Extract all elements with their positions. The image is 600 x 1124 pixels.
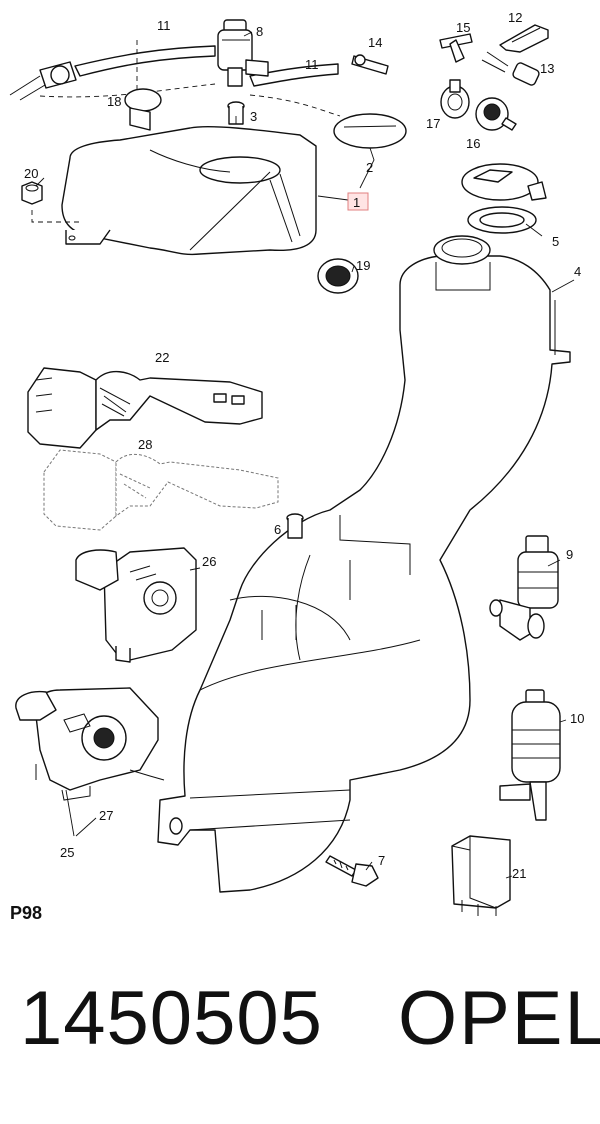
callout-21[interactable]: 21 bbox=[512, 866, 526, 881]
callout-10[interactable]: 10 bbox=[570, 711, 584, 726]
callout-18[interactable]: 18 bbox=[107, 94, 121, 109]
callout-2[interactable]: 2 bbox=[366, 160, 373, 175]
washer-pump-small bbox=[217, 19, 269, 87]
valve-part-18 bbox=[124, 88, 162, 131]
cap-part-17 bbox=[440, 79, 470, 119]
callout-20[interactable]: 20 bbox=[24, 166, 38, 181]
callout-22[interactable]: 22 bbox=[155, 350, 169, 365]
callout-8[interactable]: 8 bbox=[256, 24, 263, 39]
callout-14[interactable]: 14 bbox=[368, 35, 382, 50]
callout-26[interactable]: 26 bbox=[202, 554, 216, 569]
filler-cap-part bbox=[461, 163, 547, 201]
callout-17[interactable]: 17 bbox=[426, 116, 440, 131]
callout-3[interactable]: 3 bbox=[250, 109, 257, 124]
callout-11-right[interactable]: 11 bbox=[305, 57, 319, 72]
clip-bracket-part bbox=[499, 24, 549, 53]
brand-name: OPEL bbox=[398, 976, 600, 1061]
diagram-page-label: P98 bbox=[10, 903, 43, 923]
footer: 1450505 OPEL bbox=[0, 975, 600, 1085]
grommet-part bbox=[227, 101, 245, 125]
callout-6[interactable]: 6 bbox=[274, 522, 281, 537]
callout-28[interactable]: 28 bbox=[138, 437, 152, 452]
tank-lid-part bbox=[333, 113, 407, 149]
relay-part bbox=[451, 835, 511, 916]
part-number: 1450505 bbox=[20, 976, 323, 1061]
callout-13[interactable]: 13 bbox=[540, 61, 554, 76]
highlight-box bbox=[347, 192, 369, 211]
switch-housing-26 bbox=[75, 547, 197, 663]
nut-part bbox=[21, 181, 43, 205]
washer-reservoir-main bbox=[157, 235, 571, 893]
callout-19[interactable]: 19 bbox=[356, 258, 370, 273]
sleeve-part bbox=[481, 51, 540, 86]
callout-11-left[interactable]: 11 bbox=[157, 18, 171, 33]
hose-connector-part bbox=[351, 54, 389, 75]
wiper-stalk-switch bbox=[27, 367, 263, 449]
leader-lines bbox=[35, 31, 575, 879]
callout-27[interactable]: 27 bbox=[99, 808, 113, 823]
hose-part bbox=[9, 45, 339, 101]
washer-reservoir-upper bbox=[61, 126, 317, 256]
washer-pump-9 bbox=[489, 535, 559, 641]
parts-diagram: 1 2 3 4 5 6 7 8 9 10 11 11 12 13 14 15 1… bbox=[9, 10, 584, 916]
stalk-switch-outline bbox=[43, 449, 279, 531]
screw-part bbox=[325, 855, 379, 887]
grommet-ring-19 bbox=[317, 258, 359, 294]
callout-15[interactable]: 15 bbox=[456, 20, 470, 35]
callout-16[interactable]: 16 bbox=[466, 136, 480, 151]
callout-5[interactable]: 5 bbox=[552, 234, 559, 249]
callout-7[interactable]: 7 bbox=[378, 853, 385, 868]
callout-9[interactable]: 9 bbox=[566, 547, 573, 562]
t-piece-part bbox=[439, 33, 473, 63]
callout-4[interactable]: 4 bbox=[574, 264, 581, 279]
callout-12[interactable]: 12 bbox=[508, 10, 522, 25]
light-switch-assembly bbox=[15, 687, 165, 801]
callout-1[interactable]: 1 bbox=[353, 195, 360, 210]
washer-pump-10 bbox=[499, 689, 561, 821]
callout-25[interactable]: 25 bbox=[60, 845, 74, 860]
grommet-part-16 bbox=[475, 97, 517, 131]
callout-numbers: 1 2 3 4 5 6 7 8 9 10 11 11 12 13 14 15 1… bbox=[24, 10, 584, 881]
plug-part-6 bbox=[286, 513, 304, 539]
seal-ring-part bbox=[467, 206, 537, 234]
